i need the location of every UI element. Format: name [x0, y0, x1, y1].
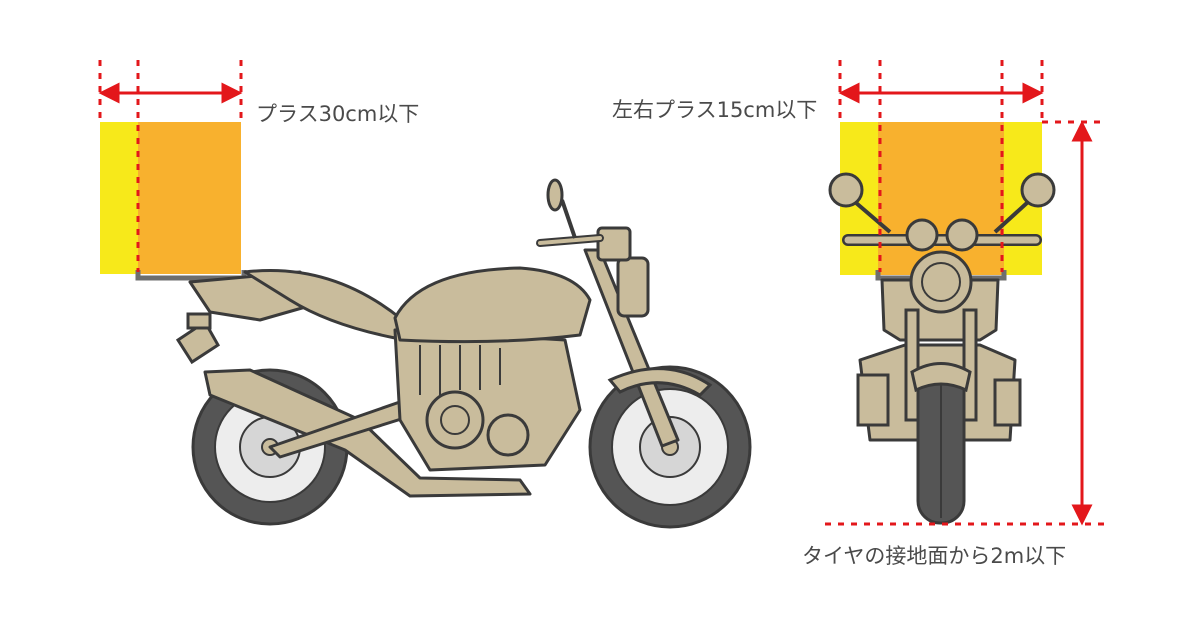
left-mirror [828, 172, 864, 208]
right-fork-leg [962, 308, 978, 422]
height-dimension [825, 120, 1105, 526]
front-wheel [588, 365, 752, 529]
exhaust-pipe [203, 368, 532, 498]
side-view [98, 60, 752, 529]
tail-light [186, 312, 212, 330]
right-mirror [1020, 172, 1056, 208]
height-limit-label: タイヤの接地面から2m以下 [802, 544, 1067, 568]
right-meter [945, 218, 979, 252]
side-dimension [838, 60, 1044, 272]
engine [393, 328, 582, 472]
rear-load-box [138, 122, 241, 274]
front-load-box [878, 122, 1004, 275]
fuel-tank [393, 266, 592, 344]
meters [596, 226, 632, 262]
mirror [546, 178, 564, 212]
headlight [616, 256, 650, 318]
left-meter [905, 218, 939, 252]
front-view [825, 60, 1105, 526]
mirror-stem [560, 199, 577, 239]
front-fender [607, 367, 713, 397]
clutch-cover [486, 413, 530, 457]
left-fork-leg [904, 308, 920, 422]
rear-rack [135, 270, 247, 281]
front-fender-front [910, 362, 972, 393]
rear-dimension [98, 60, 243, 272]
side-overhang-label: 左右プラス15cm以下 [612, 98, 818, 122]
rear-allowance-area [100, 122, 140, 274]
rear-overhang-label: プラス30cm以下 [256, 102, 420, 126]
